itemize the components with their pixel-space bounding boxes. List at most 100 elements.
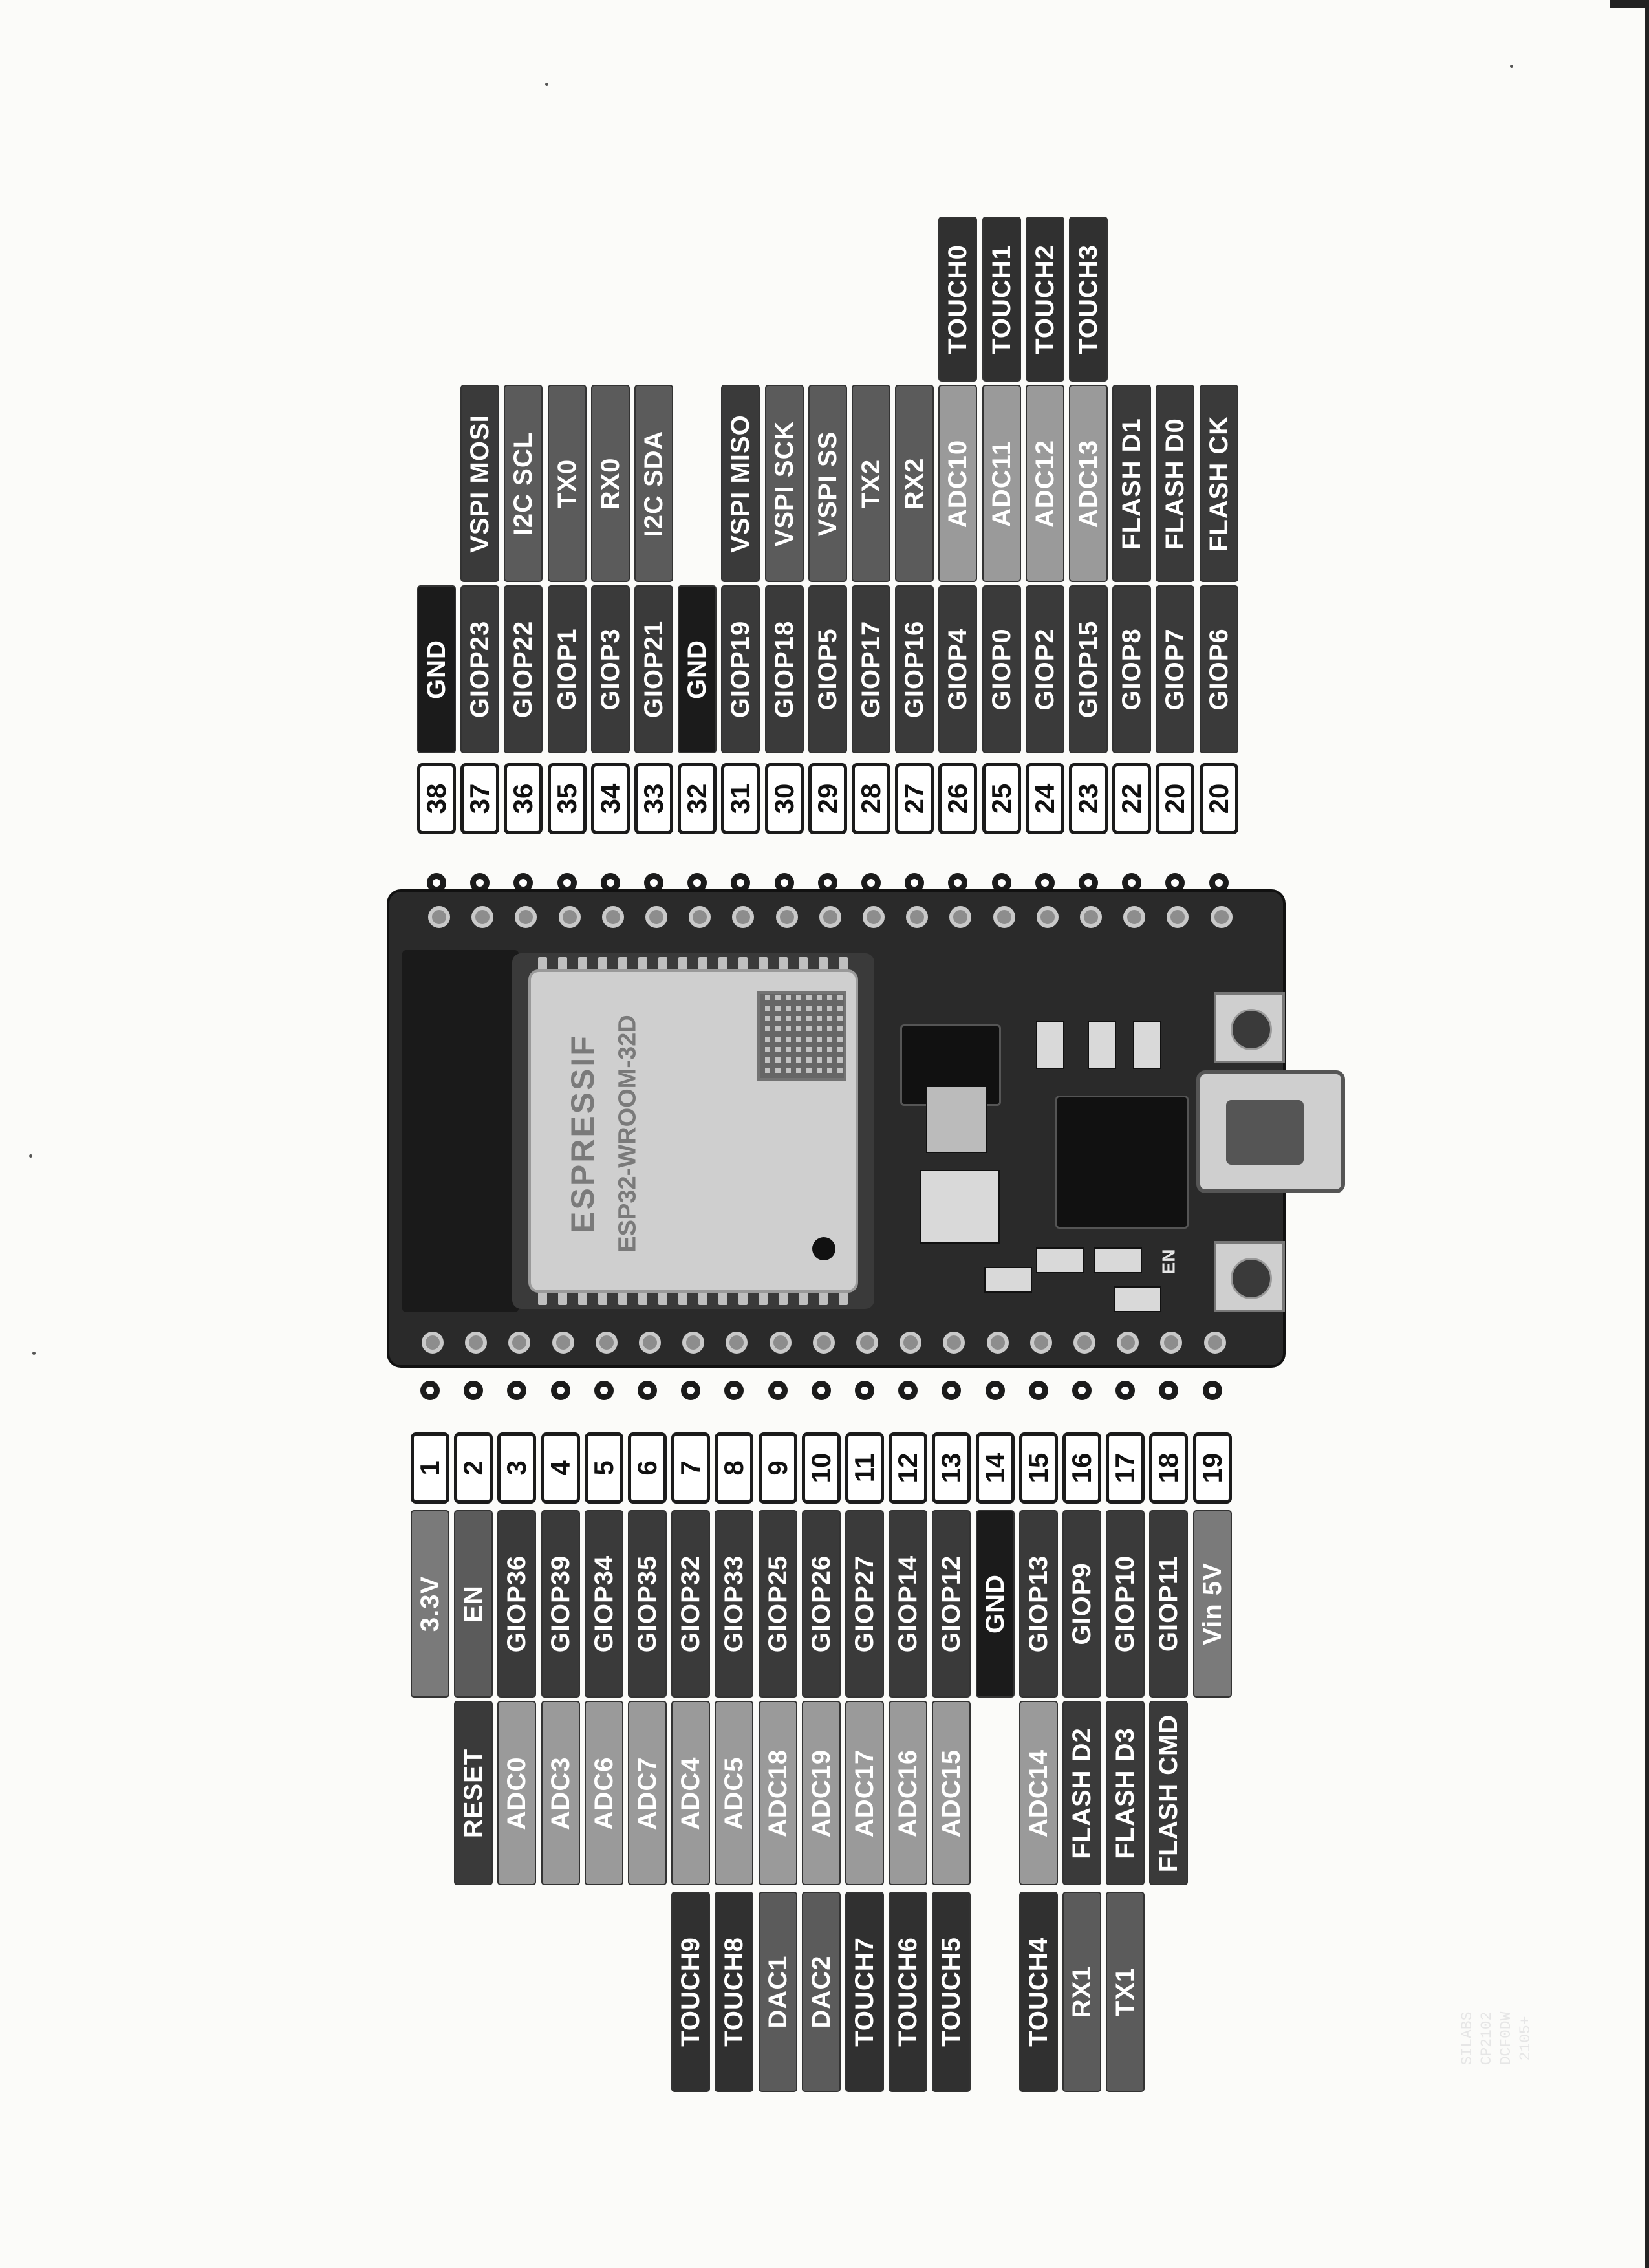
pin-label-gpio: RESET — [454, 1701, 493, 1885]
pin-number: 16 — [1068, 1453, 1095, 1484]
pin-label-text: FLASH CMD — [1156, 1714, 1181, 1872]
pin-label-gpio: GIOP27 — [845, 1510, 884, 1698]
module-castellation — [618, 1291, 627, 1305]
pin-label-gpio: GIOP32 — [671, 1510, 710, 1698]
board-header-hole — [732, 906, 754, 928]
pin-label-text: VSPI SCK — [771, 420, 797, 546]
pin-label-alt: I2C SCL — [504, 385, 543, 582]
pin-number: 10 — [808, 1453, 835, 1484]
board-header-hole — [726, 1332, 748, 1354]
pin-pad — [1072, 1381, 1092, 1400]
pin-label-text: GIOP2 — [1032, 628, 1058, 710]
module-castellation — [718, 1291, 727, 1305]
pin-label-text: TOUCH8 — [721, 1937, 747, 2047]
pin-pad — [812, 1381, 831, 1400]
pin-number: 19 — [1199, 1453, 1226, 1484]
board-header-hole — [689, 906, 711, 928]
uart-chip-text-line: SILABS — [1459, 2012, 1476, 2066]
pin-label-text: FLASH CK — [1206, 415, 1232, 551]
pin-label-text: ADC15 — [938, 1749, 964, 1837]
pin-label-text: ADC11 — [989, 440, 1015, 527]
board-header-hole — [1160, 1332, 1182, 1354]
en-reset-button[interactable] — [1214, 1241, 1285, 1312]
pin-label-analog: ADC0 — [497, 1701, 536, 1885]
pin-label-gpio: FLASH D3 — [1106, 1701, 1145, 1885]
pin-pad — [724, 1381, 744, 1400]
pin-label-text: GIOP33 — [721, 1555, 747, 1653]
boot-button[interactable] — [1214, 992, 1285, 1063]
pin-label-text: GIOP9 — [1069, 1562, 1095, 1645]
pin-number: 12 — [894, 1453, 921, 1484]
pin-label-text: GND — [424, 640, 449, 699]
pin-number-box: 28 — [852, 763, 890, 834]
pin-number-box: 14 — [976, 1432, 1015, 1504]
pin-label-gpio: GIOP34 — [585, 1510, 623, 1698]
pin1-marker-dot — [812, 1237, 835, 1260]
pin-label-text: GIOP34 — [591, 1555, 617, 1653]
pin-label-text: GIOP36 — [504, 1555, 530, 1653]
pin-label-text: ADC17 — [852, 1749, 878, 1837]
pin-label-text: ADC10 — [945, 439, 971, 527]
pin-label-text: DAC2 — [808, 1956, 834, 2029]
pin-label-alt: DAC1 — [759, 1892, 797, 2092]
pin-label-analog: ADC16 — [889, 1701, 927, 1885]
pin-label-gpio: GIOP3 — [591, 585, 630, 753]
pin-label-analog: ADC13 — [1069, 385, 1108, 582]
pin-label-text: RESET — [460, 1748, 486, 1837]
pin-number: 13 — [938, 1453, 965, 1484]
pin-label-text: ADC6 — [591, 1756, 617, 1830]
pin-label-text: GIOP11 — [1156, 1556, 1181, 1652]
board-header-hole — [559, 906, 581, 928]
board-header-hole — [428, 906, 450, 928]
pin-pad — [855, 1381, 874, 1400]
module-castellation — [738, 1291, 748, 1305]
pin-label-text: I2C SDA — [641, 430, 667, 537]
pin-label-analog: ADC7 — [628, 1701, 667, 1885]
smd-component — [1088, 1021, 1116, 1069]
pin-label-alt: RX0 — [591, 385, 630, 582]
pin-label-gpio: GIOP6 — [1200, 585, 1238, 753]
micro-usb-port[interactable] — [1196, 1070, 1345, 1193]
board-header-hole — [900, 1332, 921, 1354]
pin-label-text: GIOP39 — [548, 1555, 574, 1653]
pin-label-ground: GND — [678, 585, 717, 753]
module-castellation — [538, 1291, 547, 1305]
pin-pad — [768, 1381, 788, 1400]
pin-label-text: GIOP21 — [641, 621, 667, 718]
pin-label-gpio: FLASH CMD — [1149, 1701, 1188, 1885]
module-castellation — [819, 1291, 828, 1305]
module-castellation — [839, 1291, 848, 1305]
pin-number: 8 — [720, 1460, 748, 1475]
uart-chip-marking: SILABSCP2102DCF0DW2105+ — [1450, 1991, 1547, 2095]
pin-number: 5 — [590, 1460, 618, 1475]
pin-pad — [1159, 1381, 1178, 1400]
pin-number: 25 — [988, 784, 1015, 814]
pin-label-text: TOUCH4 — [1026, 1937, 1051, 2047]
pin-label-text: TOUCH0 — [945, 244, 971, 354]
pin-label-text: ADC14 — [1026, 1749, 1051, 1837]
pin-number-box: 36 — [504, 763, 543, 834]
pin-label-power: 3.3V — [411, 1510, 449, 1698]
pin-label-text: VSPI MOSI — [467, 415, 493, 553]
pin-number-box: 19 — [1193, 1432, 1232, 1504]
pin-number-box: 27 — [895, 763, 934, 834]
pin-label-alt: TX2 — [852, 385, 890, 582]
pin-label-text: TX0 — [554, 459, 580, 508]
board-header-hole — [508, 1332, 530, 1354]
pin-label-alt: TX1 — [1106, 1892, 1145, 2092]
pin-label-analog: ADC6 — [585, 1701, 623, 1885]
pin-number: 28 — [857, 784, 885, 814]
pin-label-text: GIOP22 — [510, 621, 536, 718]
pin-pad — [420, 1381, 440, 1400]
uart-bridge-chip — [1055, 1096, 1189, 1229]
pin-label-text: GIOP32 — [678, 1555, 704, 1653]
pin-label-text: TOUCH5 — [938, 1937, 964, 2047]
pin-pad — [986, 1381, 1005, 1400]
pin-number: 27 — [901, 784, 928, 814]
pin-number: 35 — [554, 784, 581, 814]
pin-label-analog: ADC12 — [1026, 385, 1064, 582]
pin-label-gpio: GIOP13 — [1019, 1510, 1058, 1698]
pin-label-ground: GND — [417, 585, 456, 753]
pin-number-box: 17 — [1106, 1432, 1145, 1504]
